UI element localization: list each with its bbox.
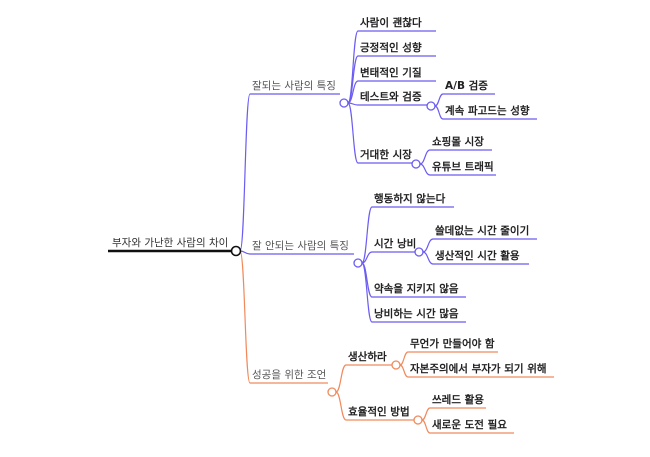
leaf-topic[interactable]: 유튜브 트래픽 <box>432 161 494 173</box>
leaf-link-14 <box>434 105 444 120</box>
subtopic[interactable]: 생산하라 <box>348 351 387 363</box>
subtopic-dot-51[interactable] <box>413 415 423 425</box>
child-link-28 <box>361 251 373 264</box>
leaf-topic[interactable]: 새로운 도전 필요 <box>432 419 507 431</box>
leaf-link-19 <box>419 149 431 165</box>
child-link-7 <box>347 80 359 104</box>
branch-topic[interactable]: 잘되는 사람의 특징 <box>252 80 336 92</box>
child-link-16 <box>347 102 359 164</box>
root-node-dot[interactable] <box>230 245 242 257</box>
subtopic[interactable]: 긍정적인 성향 <box>360 42 422 54</box>
subtopic-dot-18[interactable] <box>411 159 421 169</box>
leaf-link-12 <box>434 93 444 107</box>
subtopic[interactable]: 변태적인 기질 <box>360 67 422 79</box>
leaf-link-47 <box>399 364 409 378</box>
subtopic[interactable]: 시간 낭비 <box>374 238 417 250</box>
root-topic[interactable]: 부자와 가난한 사람의 차이 <box>112 237 229 249</box>
leaf-topic[interactable]: 자본주의에서 부자가 되기 위해 <box>410 363 547 375</box>
subtopic[interactable]: 사람이 괜찮다 <box>360 17 422 29</box>
subtopic-dot-11[interactable] <box>426 101 436 111</box>
leaf-topic[interactable]: 쓰레드 활용 <box>432 394 484 406</box>
subtopic-dot-44[interactable] <box>391 360 401 370</box>
root-link-39 <box>239 250 251 384</box>
leaf-topic[interactable]: 생산적인 시간 활용 <box>435 250 520 262</box>
subtopic[interactable]: 테스트와 검증 <box>360 91 422 103</box>
subtopic[interactable]: 거대한 시장 <box>360 149 412 161</box>
branch-dot-41[interactable] <box>327 387 337 397</box>
child-link-37 <box>361 262 373 323</box>
leaf-link-21 <box>419 163 431 176</box>
branch-dot-2[interactable] <box>339 98 349 108</box>
subtopic[interactable]: 약속을 지키지 않음 <box>374 283 459 295</box>
leaf-topic[interactable]: 쇼핑몰 시장 <box>432 136 484 148</box>
subtopic[interactable]: 행동하지 않는다 <box>374 193 446 205</box>
leaf-topic[interactable]: 무언가 만들어야 함 <box>410 338 495 350</box>
leaf-topic[interactable]: 계속 파고드는 성향 <box>445 105 530 117</box>
subtopic[interactable]: 낭비하는 시간 많음 <box>374 308 459 320</box>
leaf-link-54 <box>421 419 431 434</box>
subtopic[interactable]: 효율적인 방법 <box>348 406 410 418</box>
leaf-topic[interactable]: 쓸데없는 시간 줄이기 <box>435 225 530 237</box>
root-link-0 <box>239 93 251 252</box>
branch-topic[interactable]: 성공을 위한 조언 <box>252 369 327 381</box>
branch-dot-25[interactable] <box>353 258 363 268</box>
leaf-topic[interactable]: A/B 검증 <box>445 80 488 92</box>
branch-topic[interactable]: 잘 안되는 사람의 특징 <box>252 240 349 252</box>
child-link-42 <box>335 364 347 393</box>
leaf-link-31 <box>422 238 434 253</box>
child-link-26 <box>361 206 373 264</box>
child-link-49 <box>335 391 347 421</box>
leaf-link-45 <box>399 351 409 366</box>
child-link-9 <box>347 102 359 106</box>
leaf-link-52 <box>421 407 431 421</box>
leaf-link-33 <box>422 251 434 265</box>
